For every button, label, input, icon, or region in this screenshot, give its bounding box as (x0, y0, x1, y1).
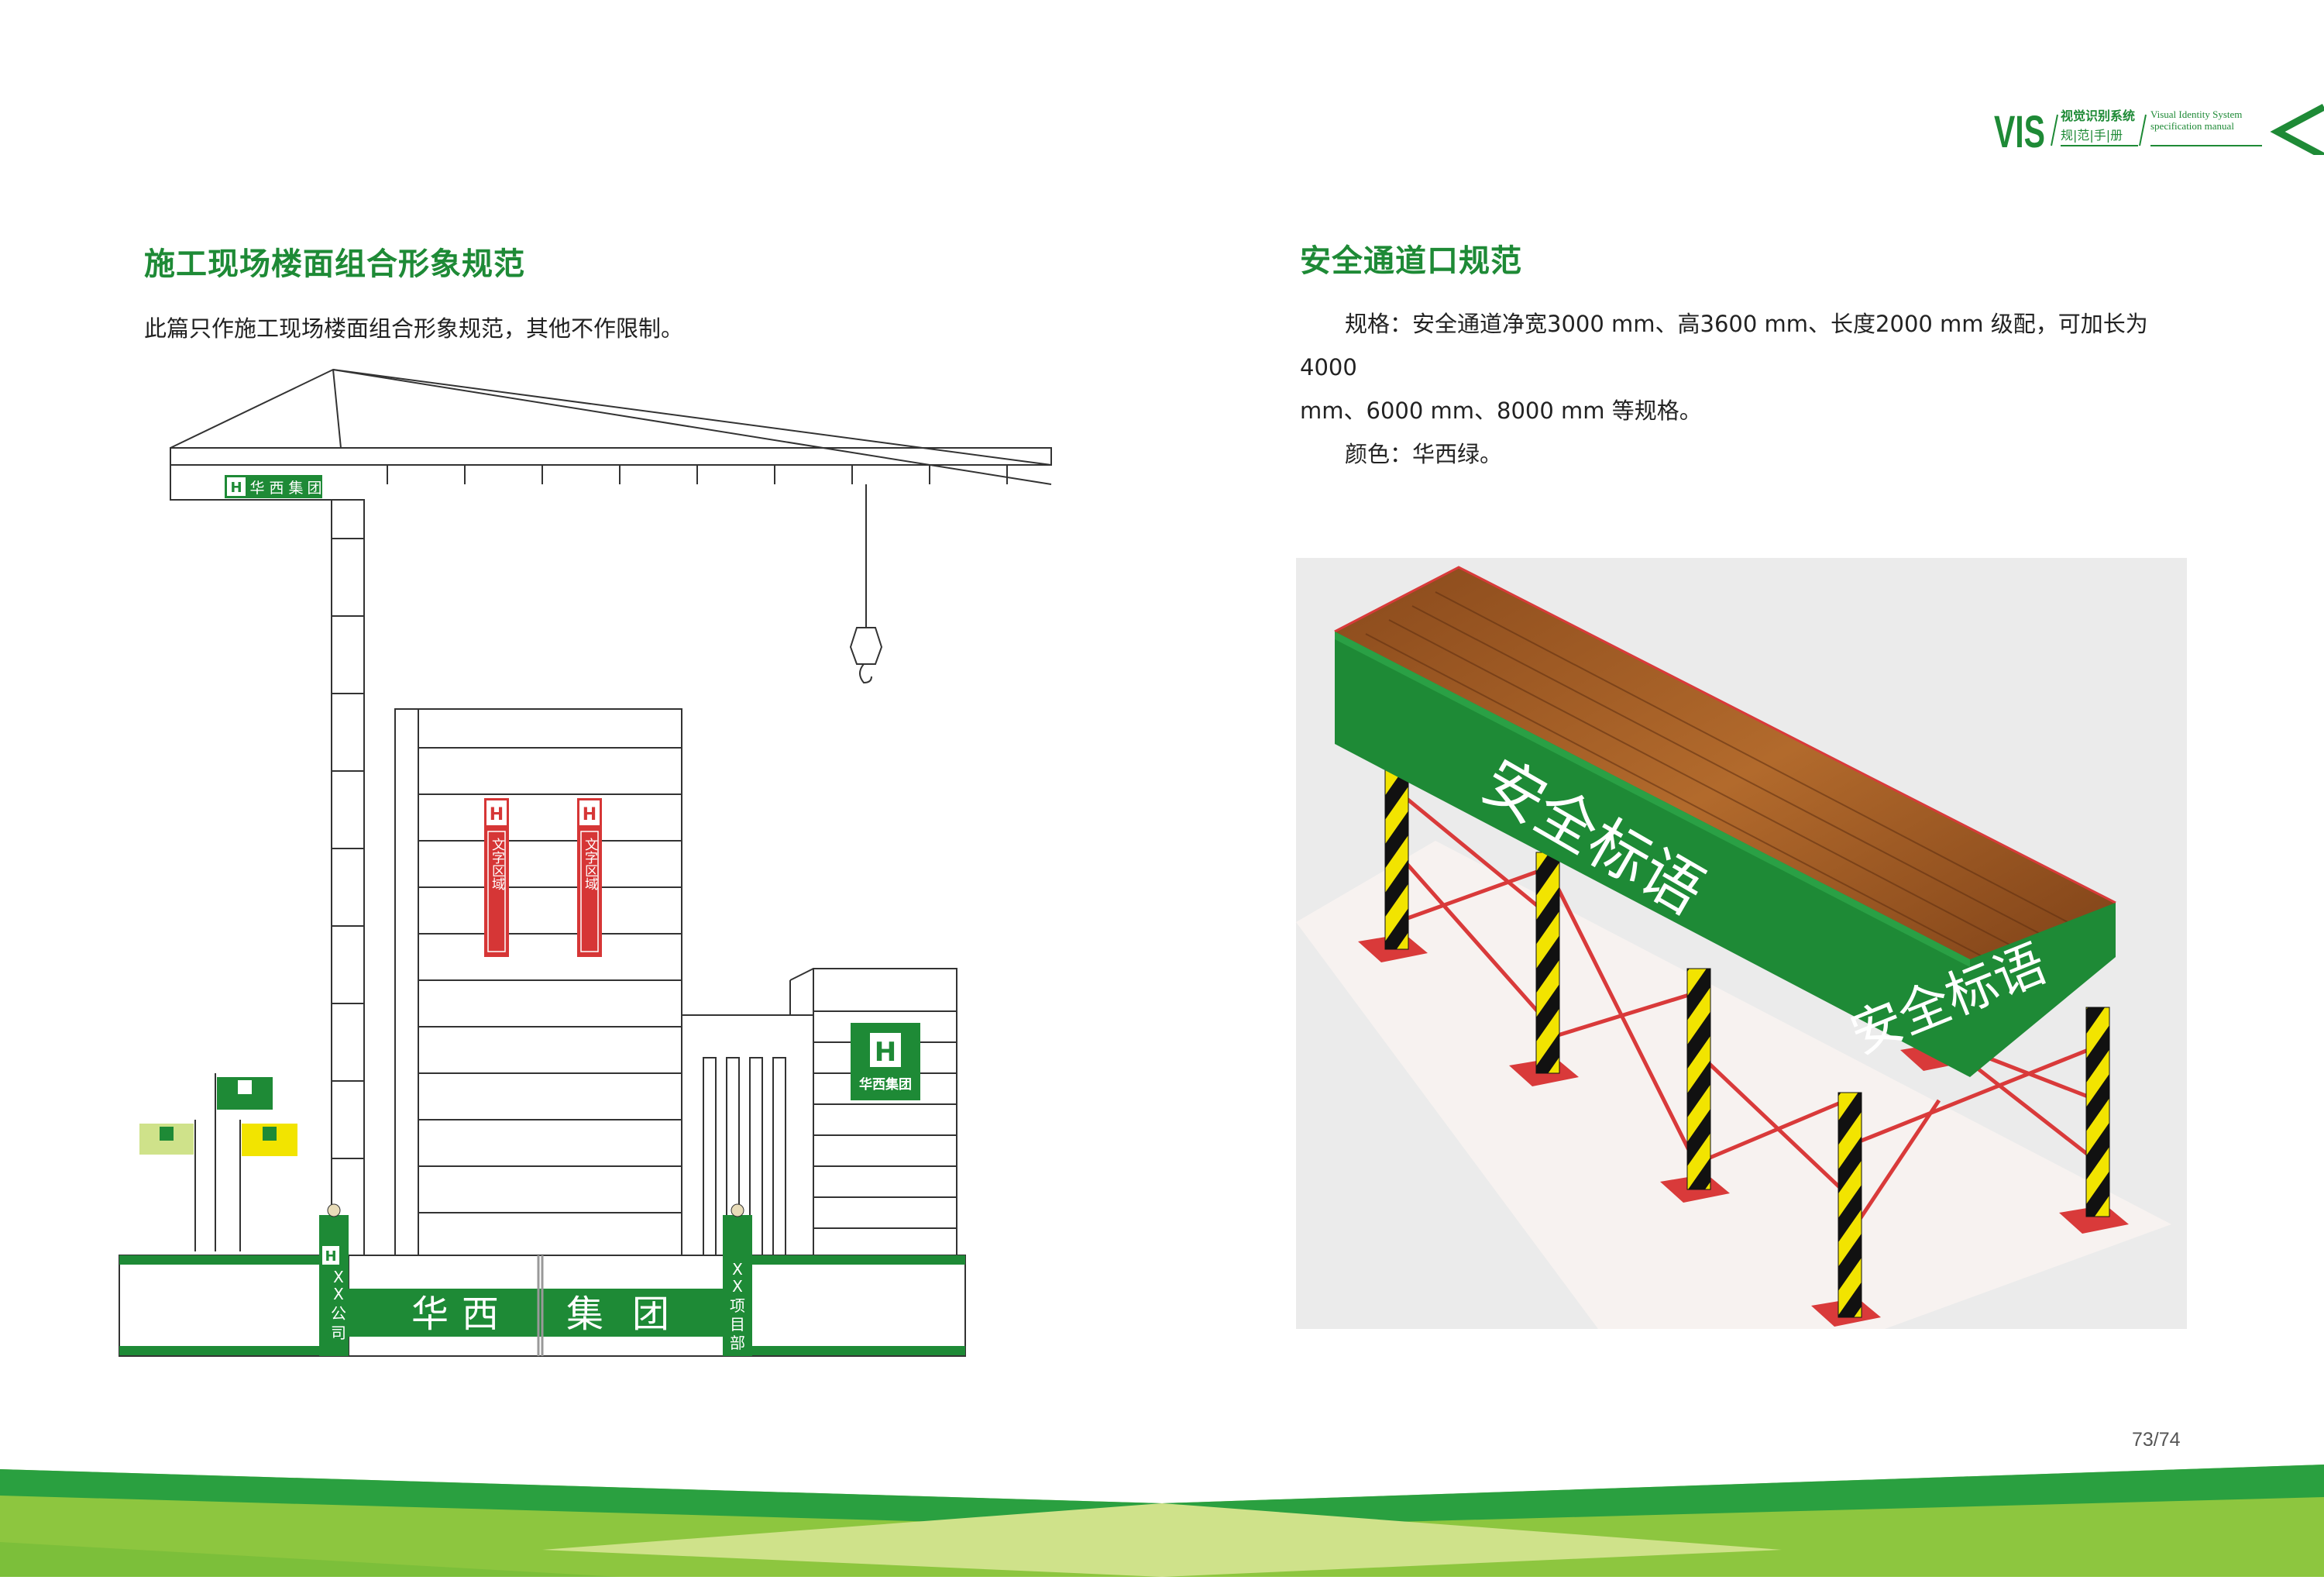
svg-text:目: 目 (730, 1315, 745, 1334)
svg-text:X: X (333, 1285, 344, 1303)
crane-brand-sign: H 华 西 集 团 (225, 475, 322, 498)
left-section-title: 施工现场楼面组合形象规范 (144, 246, 525, 282)
svg-text:文字区域: 文字区域 (489, 838, 505, 890)
construction-site-illustration: H 华 西 集 团 H 文字区域 H 文字区域 H 华西集团 (108, 360, 1069, 1391)
vertical-banner-1: H 文字区域 (484, 798, 509, 957)
svg-text:H: H (230, 480, 242, 496)
flags (139, 1077, 297, 1156)
color-line: 颜色：华西绿。 (1345, 441, 1503, 467)
svg-text:司: 司 (331, 1324, 346, 1342)
svg-text:部: 部 (730, 1334, 745, 1352)
svg-text:集: 集 (566, 1293, 603, 1336)
svg-text:集: 集 (288, 480, 303, 497)
svg-text:H: H (583, 805, 596, 824)
svg-text:西: 西 (462, 1293, 499, 1336)
page-number: 73/74 (2132, 1429, 2181, 1451)
svg-text:华西集团: 华西集团 (859, 1076, 912, 1093)
header-logo: VIS 视觉识别系统 规|范|手|册 Visual Identity Syste… (1991, 101, 2324, 160)
header-cn-sub: 规|范|手|册 (2061, 128, 2123, 143)
svg-text:西: 西 (269, 480, 284, 497)
site-gate: 华 西 集 团 H X X 公 司 X X 项 目 部 (119, 1203, 966, 1357)
header-cn-title: 视觉识别系统 (2061, 108, 2135, 123)
spec-line-2: mm、6000 mm、8000 mm 等规格。 (1300, 398, 1702, 424)
svg-text:文字区域: 文字区域 (582, 838, 598, 890)
svg-text:X: X (333, 1268, 344, 1286)
chevron-left-icon (2270, 104, 2324, 160)
right-section-title: 安全通道口规范 (1300, 243, 1522, 279)
vertical-banner-2: H 文字区域 (577, 798, 602, 957)
svg-text:公: 公 (331, 1304, 346, 1323)
building-brand-sign: H 华西集团 (851, 1023, 920, 1100)
svg-text:X: X (732, 1277, 743, 1296)
safety-passage-illustration: 安全标语 安全标语 (1296, 558, 2187, 1329)
header-en-line2: specification manual (2150, 120, 2234, 132)
left-section-description: 此篇只作施工现场楼面组合形象规范，其他不作限制。 (144, 315, 684, 342)
svg-text:华: 华 (249, 480, 264, 497)
header-en-line1: Visual Identity System (2150, 108, 2242, 120)
svg-text:H: H (875, 1037, 896, 1068)
svg-text:H: H (325, 1248, 336, 1265)
spec-line-1: 规格：安全通道净宽3000 mm、高3600 mm、长度2000 mm 级配，可… (1300, 311, 2148, 380)
vis-logo-text: VIS (1994, 107, 2045, 155)
svg-text:X: X (732, 1260, 743, 1279)
svg-text:H: H (490, 805, 504, 824)
svg-text:项: 项 (730, 1296, 745, 1315)
footer-decoration (0, 1465, 2324, 1577)
right-section-spec: 规格：安全通道净宽3000 mm、高3600 mm、长度2000 mm 级配，可… (1300, 302, 2191, 476)
svg-text:团: 团 (307, 480, 321, 497)
svg-text:华: 华 (411, 1293, 449, 1336)
svg-text:团: 团 (632, 1293, 669, 1336)
